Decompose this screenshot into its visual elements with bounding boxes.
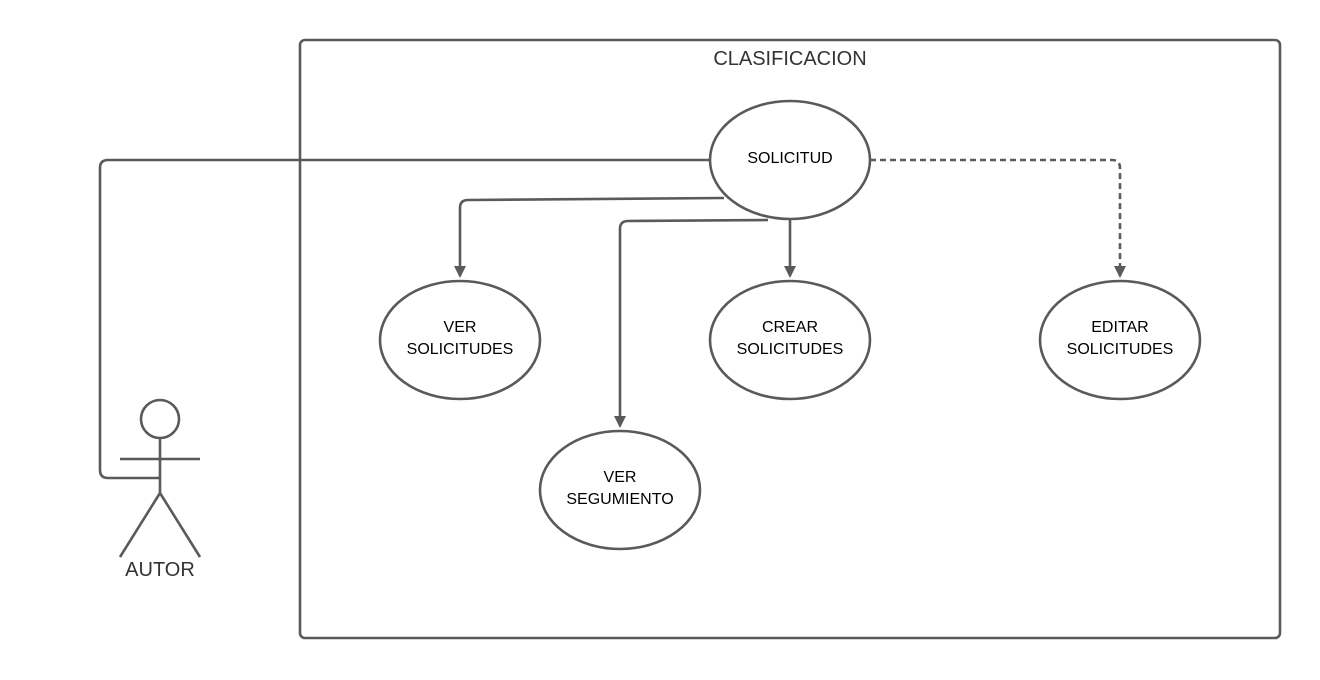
usecase-ver-solicitudes: VER SOLICITUDES: [378, 279, 542, 401]
actor-label: AUTOR: [125, 559, 195, 581]
usecase-ver-segumiento: VER SEGUMIENTO: [538, 429, 702, 551]
edge-actor-solicitud: [98, 158, 710, 480]
usecase-crear-solicitudes-label-1: CREAR: [762, 319, 818, 336]
system-boundary: [298, 38, 1282, 640]
system-title: CLASIFICACION: [713, 48, 866, 70]
usecase-ver-segumiento-label-2: SEGUMIENTO: [566, 491, 673, 508]
actor-left-leg: [118, 492, 162, 558]
usecase-ver-solicitudes-label-2: SOLICITUDES: [407, 341, 514, 358]
actor-autor: AUTOR: [118, 398, 202, 581]
usecase-editar-solicitudes-label-2: SOLICITUDES: [1067, 341, 1174, 358]
usecase-solicitud: SOLICITUD: [708, 99, 872, 221]
edge-solicitud-ver-segumiento: [614, 218, 769, 428]
actor-head: [139, 398, 181, 440]
edge-solicitud-ver-solicitudes: [454, 196, 725, 278]
usecase-crear-solicitudes: CREAR SOLICITUDES: [708, 279, 872, 401]
usecase-solicitud-label: SOLICITUD: [747, 150, 832, 167]
usecase-ver-solicitudes-label-1: VER: [444, 319, 477, 336]
usecase-editar-solicitudes: EDITAR SOLICITUDES: [1038, 279, 1202, 401]
edge-solicitud-editar-solicitudes: [870, 158, 1126, 278]
usecase-crear-solicitudes-label-2: SOLICITUDES: [737, 341, 844, 358]
usecase-ver-segumiento-label-1: VER: [604, 469, 637, 486]
actor-right-leg: [158, 492, 202, 558]
usecase-editar-solicitudes-label-1: EDITAR: [1091, 319, 1148, 336]
